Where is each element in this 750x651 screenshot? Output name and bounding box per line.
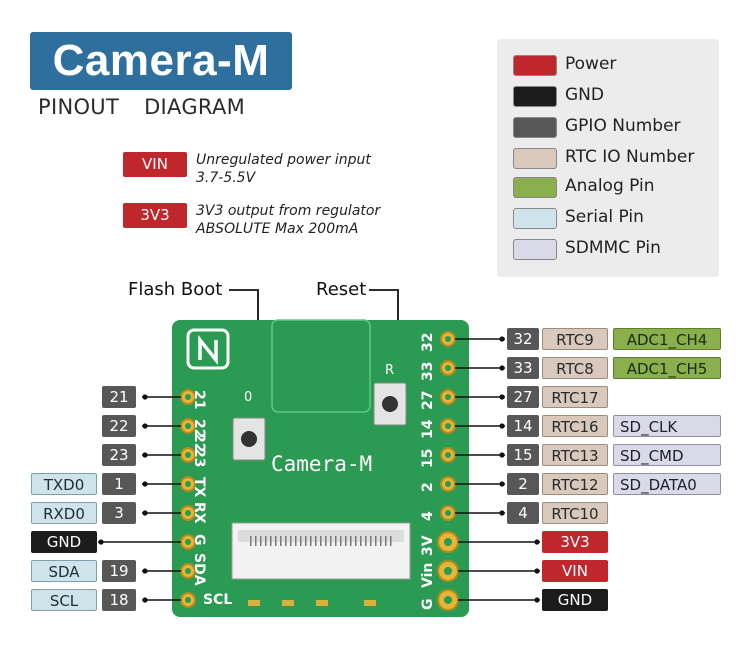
gpio-tag-18: 18 [102,589,136,611]
silk-2: 2 [420,482,436,492]
silk-vin: Vin [420,562,436,588]
power-tag-vin: VIN [542,560,608,582]
left-header [180,389,196,608]
silk-15: 15 [420,448,436,468]
gpio-tag-23: 23 [102,444,136,466]
gpio-tag-15: 15 [507,444,539,466]
silk-4: 4 [420,511,436,521]
legend-swatch [513,177,557,198]
reset-button [373,382,407,426]
legend-label: RTC IO Number [565,147,695,167]
power-tag-3v3: 3V3 [542,531,608,553]
board-title: Camera-M [52,36,270,85]
legend: Power GND GPIO Number RTC IO Number Anal… [497,39,719,277]
silk-32: 32 [420,332,436,352]
sd-tag-cmd: SD_CMD [613,444,721,466]
adc-tag-ch4: ADC1_CH4 [613,328,721,350]
fpc-pins [250,536,392,546]
silk-scl: SCL [203,592,233,608]
gpio-tag-33: 33 [507,357,539,379]
logo-n [198,335,218,365]
legend-label: Power [565,54,617,74]
camera-outline [271,319,371,413]
gpio-tag-3: 3 [102,502,136,524]
gnd-tag-left: GND [31,531,97,553]
rtc-tag-rtc16: RTC16 [542,415,608,437]
gpio-tag-21: 21 [102,386,136,408]
silk-tx: TX [191,477,207,498]
logo-frame [186,328,230,370]
note-badge-vin: VIN [123,152,187,177]
gpio-tag-1: 1 [102,473,136,495]
gpio-tag-22: 22 [102,415,136,437]
note-3v3: 3V3 output from regulator ABSOLUTE Max 2… [196,202,456,238]
gpio-tag-27: 27 [507,386,539,408]
boot-button [232,417,266,461]
rtc-tag-rtc17: RTC17 [542,386,608,408]
legend-swatch [513,208,557,229]
gpio-tag-4: 4 [507,502,539,524]
legend-swatch [513,86,557,107]
legend-label: GPIO Number [565,116,681,136]
right-header [437,331,459,611]
silk-14: 14 [420,419,436,439]
legend-label: GND [565,85,604,105]
gpio-tag-19: 19 [102,560,136,582]
silk-3v: 3V [420,535,436,556]
silk-rx: RX [191,502,207,524]
sd-tag-data0: SD_DATA0 [613,473,721,495]
flash-boot-label: Flash Boot [128,279,223,300]
silk-27: 27 [420,390,436,410]
legend-swatch [513,148,557,169]
serial-tag-scl: SCL [31,589,97,611]
note-3v3-line2: ABSOLUTE Max 200mA [196,221,359,237]
legend-swatch [513,55,557,76]
silk-g: G [191,534,207,546]
note-vin: Unregulated power input 3.7-5.5V [196,151,456,187]
rtc-tag-rtc12: RTC12 [542,473,608,495]
boot-button-silk: 0 [244,390,253,405]
silk-23: 23 [191,448,207,468]
gnd-tag-right: GND [542,589,608,611]
gpio-tag-2: 2 [507,473,539,495]
adc-tag-ch5: ADC1_CH5 [613,357,721,379]
legend-label: SDMMC Pin [565,238,661,258]
silk-sda: SDA [191,553,207,586]
gpio-tag-32: 32 [507,328,539,350]
smd-pads [248,600,376,606]
subtitle: PINOUT DIAGRAM [38,95,246,119]
silk-21: 21 [191,390,207,410]
legend-swatch [513,239,557,260]
reset-label: Reset [316,279,367,300]
legend-swatch [513,117,557,138]
note-vin-line2: 3.7-5.5V [196,170,256,186]
board-name-silk: Camera-M [271,452,373,476]
rtc-tag-rtc13: RTC13 [542,444,608,466]
rtc-tag-rtc8: RTC8 [542,357,608,379]
rtc-tag-rtc9: RTC9 [542,328,608,350]
note-3v3-line1: 3V3 output from regulator [196,203,381,219]
legend-label: Serial Pin [565,207,644,227]
serial-tag-rxd0: RXD0 [31,502,97,524]
title-banner: Camera-M [30,32,292,90]
sd-tag-clk: SD_CLK [613,415,721,437]
silk-g-right: G [420,598,436,611]
gpio-tag-14: 14 [507,415,539,437]
note-badge-3v3: 3V3 [123,203,187,228]
legend-label: Analog Pin [565,176,655,196]
rtc-tag-rtc10: RTC10 [542,502,608,524]
reset-button-silk: R [385,363,395,378]
note-vin-line1: Unregulated power input [196,152,371,168]
serial-tag-sda: SDA [31,560,97,582]
silk-33: 33 [420,361,436,381]
serial-tag-txd0: TXD0 [31,473,97,495]
